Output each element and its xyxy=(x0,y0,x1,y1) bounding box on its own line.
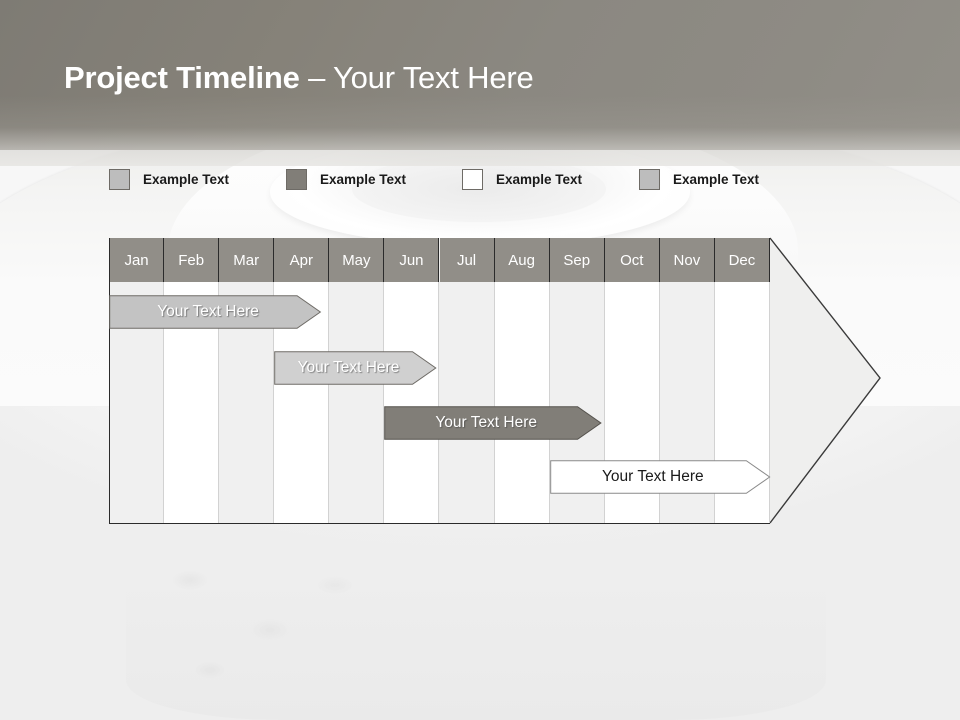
legend-swatch-icon xyxy=(109,169,130,190)
month-header-jan[interactable]: Jan xyxy=(109,238,165,282)
task-bar[interactable]: Your Text Here xyxy=(274,351,437,385)
page-title-light: – Your Text Here xyxy=(299,60,534,95)
month-header-aug[interactable]: Aug xyxy=(494,238,550,282)
month-header-nov[interactable]: Nov xyxy=(659,238,715,282)
legend-label: Example Text xyxy=(143,172,230,187)
task-bar[interactable]: Your Text Here xyxy=(384,406,603,440)
legend-swatch-icon xyxy=(462,169,483,190)
page-title-strong: Project Timeline xyxy=(64,60,300,95)
background-photo-texture xyxy=(150,540,410,710)
month-header-dec[interactable]: Dec xyxy=(714,238,770,282)
timeline-column xyxy=(219,238,275,524)
legend-label: Example Text xyxy=(496,172,583,187)
timeline-column xyxy=(439,238,495,524)
legend-label: Example Text xyxy=(320,172,407,187)
month-header-feb[interactable]: Feb xyxy=(164,238,220,282)
timeline-column xyxy=(109,238,165,524)
timeline-column xyxy=(164,238,220,524)
task-bar-arrow-shape xyxy=(109,295,322,329)
legend-swatch-icon xyxy=(286,169,307,190)
task-bar[interactable]: Your Text Here xyxy=(109,295,322,329)
month-header-jun[interactable]: Jun xyxy=(384,238,440,282)
month-header-mar[interactable]: Mar xyxy=(219,238,275,282)
month-header-jul[interactable]: Jul xyxy=(439,238,495,282)
task-bar-arrow-shape xyxy=(549,460,771,494)
legend-item[interactable]: Example Text xyxy=(286,169,406,190)
background-top-band-fade xyxy=(0,96,960,166)
month-header-sep[interactable]: Sep xyxy=(549,238,605,282)
task-bar[interactable]: Your Text Here xyxy=(549,460,771,494)
timeline-column xyxy=(494,238,550,524)
legend-item[interactable]: Example Text xyxy=(462,169,582,190)
month-header-oct[interactable]: Oct xyxy=(604,238,660,282)
page-title: Project Timeline – Your Text Here xyxy=(64,60,534,96)
legend-item[interactable]: Example Text xyxy=(109,169,229,190)
task-bar-arrow-shape xyxy=(384,406,603,440)
task-bar-arrow-shape xyxy=(274,351,437,385)
legend-item[interactable]: Example Text xyxy=(639,169,759,190)
legend-label: Example Text xyxy=(673,172,760,187)
month-header-apr[interactable]: Apr xyxy=(274,238,330,282)
month-header-may[interactable]: May xyxy=(329,238,385,282)
legend-swatch-icon xyxy=(639,169,660,190)
